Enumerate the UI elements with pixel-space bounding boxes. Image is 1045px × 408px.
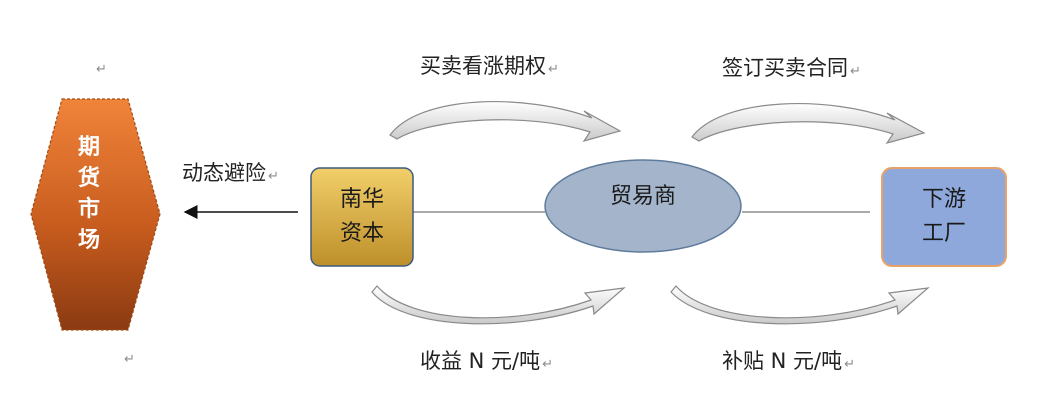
trader-label: 贸易商	[609, 184, 676, 209]
paragraph-mark: ↵	[542, 357, 554, 372]
subsidy-label-text: 补贴 N 元/吨	[722, 349, 843, 373]
nanhua-label: 南华 资本	[311, 183, 413, 251]
paragraph-mark: ↵	[268, 169, 279, 184]
futures-market-char-1: 期	[77, 135, 100, 160]
futures-market-char-2: 货	[77, 166, 100, 191]
subsidy-curved-arrow	[670, 285, 930, 325]
paragraph-mark: ↵	[548, 62, 559, 77]
options-label-text: 买卖看涨期权	[420, 54, 546, 78]
paragraph-mark: ↵	[844, 357, 856, 372]
futures-market-char-3: 市	[77, 197, 100, 222]
trader-label-wrap: 贸易商	[545, 180, 741, 214]
nanhua-line1: 南华	[339, 187, 384, 212]
contract-label-text: 签订买卖合同	[722, 56, 848, 80]
hedge-label-text: 动态避险	[182, 161, 266, 185]
futures-market-char-4: 场	[77, 228, 100, 253]
income-label-text: 收益 N 元/吨	[420, 349, 541, 373]
paragraph-mark: ↵	[850, 64, 861, 79]
income-label: 收益 N 元/吨↵	[420, 345, 553, 375]
factory-node	[881, 167, 1007, 267]
nanhua-capital-node	[310, 167, 414, 267]
contract-label: 签订买卖合同↵	[722, 52, 861, 82]
paragraph-mark: ↵	[96, 62, 107, 77]
options-label: 买卖看涨期权↵	[420, 50, 559, 80]
trader-node	[544, 159, 742, 253]
income-curved-arrow	[371, 285, 626, 325]
subsidy-label: 补贴 N 元/吨↵	[722, 345, 855, 375]
futures-market-label: 期 货 市 场	[60, 132, 118, 256]
factory-line2: 工厂	[921, 221, 966, 246]
futures-market-node	[30, 98, 161, 331]
hedge-label: 动态避险↵	[182, 157, 279, 187]
factory-label: 下游 工厂	[882, 183, 1006, 251]
paragraph-mark: ↵	[124, 352, 135, 367]
factory-line1: 下游	[921, 187, 966, 212]
contract-curved-arrow	[691, 103, 926, 144]
nanhua-line2: 资本	[339, 221, 384, 246]
options-curved-arrow	[389, 101, 622, 143]
